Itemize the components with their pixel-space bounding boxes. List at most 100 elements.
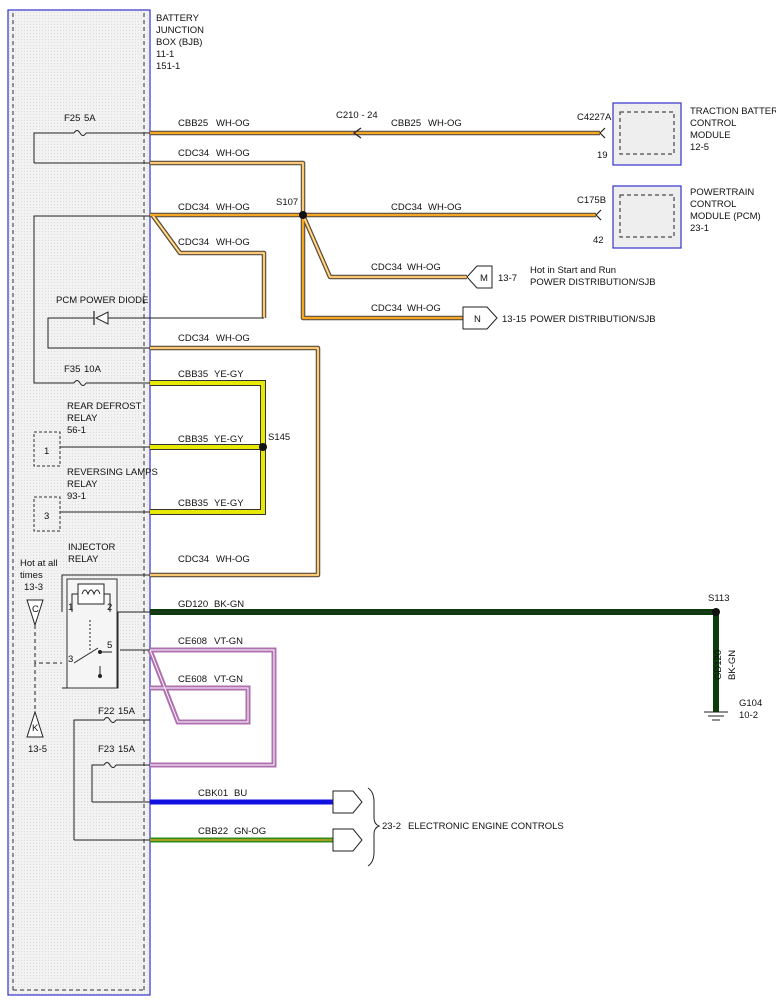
rear-defrost-label-1: REAR DEFROST xyxy=(67,401,142,412)
wire-label-ce608-a: CE608 xyxy=(178,636,207,647)
wire-color-ce608-b: VT-GN xyxy=(214,674,243,685)
wire-color-gd120-vertical: BK-GN xyxy=(727,650,738,680)
injector-relay xyxy=(66,578,118,689)
pcm-module xyxy=(595,185,682,249)
wires-vt-gn xyxy=(147,647,277,768)
ref-m-connector xyxy=(466,265,493,289)
hot-at-all-times-1: Hot at all xyxy=(20,558,58,569)
ref-k-connector xyxy=(26,710,44,738)
splice-s145-dot xyxy=(259,443,267,451)
wire-color-cbk01: BU xyxy=(234,788,247,799)
injector-pin-5: 5 xyxy=(107,640,112,651)
eec-brace xyxy=(367,787,381,867)
wire-label-cbb35-a: CBB35 xyxy=(178,369,208,380)
fuse-f25-rating: 5A xyxy=(84,113,96,124)
wire-label-cdc34-e: CDC34 xyxy=(371,262,402,273)
wire-label-gd120-vertical: GD120 xyxy=(713,650,724,680)
wire-color-cbb35-c: YE-GY xyxy=(214,498,244,509)
ref-n-desc: POWER DISTRIBUTION/SJB xyxy=(530,314,656,325)
wire-color-cdc34-h: WH-OG xyxy=(216,554,250,565)
bjb-label-3: BOX (BJB) xyxy=(156,37,202,48)
pcm-power-diode xyxy=(86,311,109,325)
wire-label-cdc34-b: CDC34 xyxy=(178,202,209,213)
bjb-label-1: BATTERY xyxy=(156,13,200,24)
bjb-internal-wiring xyxy=(33,130,150,841)
wire-bk-gn xyxy=(150,609,719,712)
splice-s113-dot xyxy=(712,608,720,616)
ref-m-letter: M xyxy=(480,273,488,284)
wire-label-cdc34-g: CDC34 xyxy=(178,333,209,344)
wire-color-cbb35-a: YE-GY xyxy=(214,369,244,380)
traction-battery-module xyxy=(599,102,682,166)
injector-label-2: RELAY xyxy=(68,554,99,565)
ref-c-letter: C xyxy=(32,604,39,615)
rear-defrost-pin: 1 xyxy=(44,446,49,457)
rear-defrost-label-2: RELAY xyxy=(67,413,98,424)
ground-page: 10-2 xyxy=(739,710,758,721)
wire-label-cdc34-f: CDC34 xyxy=(371,303,402,314)
bjb-ref-2: 151-1 xyxy=(156,61,180,72)
reversing-label-2: RELAY xyxy=(67,479,98,490)
eec-connector-2 xyxy=(332,828,363,852)
splice-s107-dot xyxy=(299,211,307,219)
splice-s145-label: S145 xyxy=(268,432,290,443)
rear-defrost-ref: 56-1 xyxy=(67,425,86,436)
wire-label-ce608-b: CE608 xyxy=(178,674,207,685)
wire-label-gd120: GD120 xyxy=(178,599,208,610)
ref-k-page: 13-5 xyxy=(28,744,47,755)
tbcm-ref: 12-5 xyxy=(690,142,709,153)
ground-name: G104 xyxy=(739,698,762,709)
wire-label-cbb35-b: CBB35 xyxy=(178,434,208,445)
ref-m-desc-2: POWER DISTRIBUTION/SJB xyxy=(530,277,656,288)
battery-junction-box xyxy=(7,9,151,996)
tbcm-label-3: MODULE xyxy=(690,130,731,141)
pcm-label-2: CONTROL xyxy=(690,199,736,210)
rear-defrost-relay xyxy=(33,431,61,467)
eec-page: 23-2 xyxy=(382,821,401,832)
wire-color-gd120: BK-GN xyxy=(214,599,244,610)
ref-c-connector xyxy=(26,599,44,627)
wires-wh-og xyxy=(150,130,600,578)
wire-color-cdc34-d: WH-OG xyxy=(216,237,250,248)
injector-label-1: INJECTOR xyxy=(68,542,115,553)
ref-m-page: 13-7 xyxy=(498,273,517,284)
wire-color-cdc34-e: WH-OG xyxy=(407,262,441,273)
pcm-ref: 23-1 xyxy=(690,223,709,234)
fuse-f35-label: F35 xyxy=(64,364,80,375)
wire-label-cbb35-c: CBB35 xyxy=(178,498,208,509)
pcm-label-1: POWERTRAIN xyxy=(690,187,754,198)
fuse-f22-rating: 15A xyxy=(118,706,136,717)
connector-c210-label: C210 - 24 xyxy=(336,110,378,121)
ref-n-page: 13-15 xyxy=(502,314,526,325)
wire-color-ce608-a: VT-GN xyxy=(214,636,243,647)
injector-pin-3: 3 xyxy=(68,654,73,665)
wire-label-cbb25-b: CBB25 xyxy=(391,118,421,129)
ground-symbol xyxy=(704,711,728,721)
fuse-f35-rating: 10A xyxy=(84,364,102,375)
wire-label-cdc34-a: CDC34 xyxy=(178,148,209,159)
wire-color-cdc34-b: WH-OG xyxy=(216,202,250,213)
splice-s113-label: S113 xyxy=(708,593,729,604)
bjb-label-2: JUNCTION xyxy=(156,25,204,36)
ref-n-letter: N xyxy=(474,314,481,325)
wire-color-cbb35-b: YE-GY xyxy=(214,434,244,445)
pcm-diode-label: PCM POWER DIODE xyxy=(56,295,148,306)
wire-color-cdc34-g: WH-OG xyxy=(216,333,250,344)
wire-label-cbb25: CBB25 xyxy=(178,118,208,129)
injector-pin-2: 2 xyxy=(107,602,112,613)
wire-color-cdc34-a: WH-OG xyxy=(216,148,250,159)
reversing-label-1: REVERSING LAMPS xyxy=(67,467,158,478)
eec-connector-1 xyxy=(332,790,363,814)
wire-color-cdc34-f: WH-OG xyxy=(407,303,441,314)
reversing-pin: 3 xyxy=(44,511,49,522)
connector-c175b-pin: 42 xyxy=(593,235,604,246)
wire-label-cdc34-h: CDC34 xyxy=(178,554,209,565)
tbcm-label-1: TRACTION BATTERY xyxy=(690,106,776,117)
reversing-lamps-relay xyxy=(33,496,61,532)
wire-label-cdc34-d: CDC34 xyxy=(178,237,209,248)
connector-c4227a-pin: 19 xyxy=(597,150,608,161)
ref-k-letter: K xyxy=(32,723,39,734)
wire-color-cdc34-c: WH-OG xyxy=(428,202,462,213)
wire-color-cbb25: WH-OG xyxy=(216,118,250,129)
